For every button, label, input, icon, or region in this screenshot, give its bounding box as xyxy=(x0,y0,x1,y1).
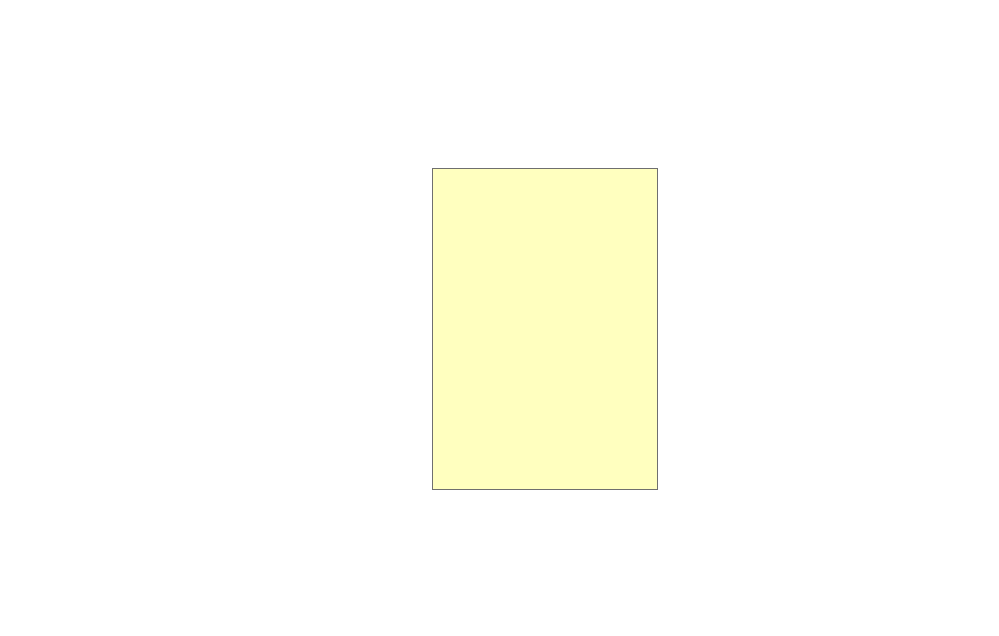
mcu-chip-body[interactable] xyxy=(432,168,658,490)
